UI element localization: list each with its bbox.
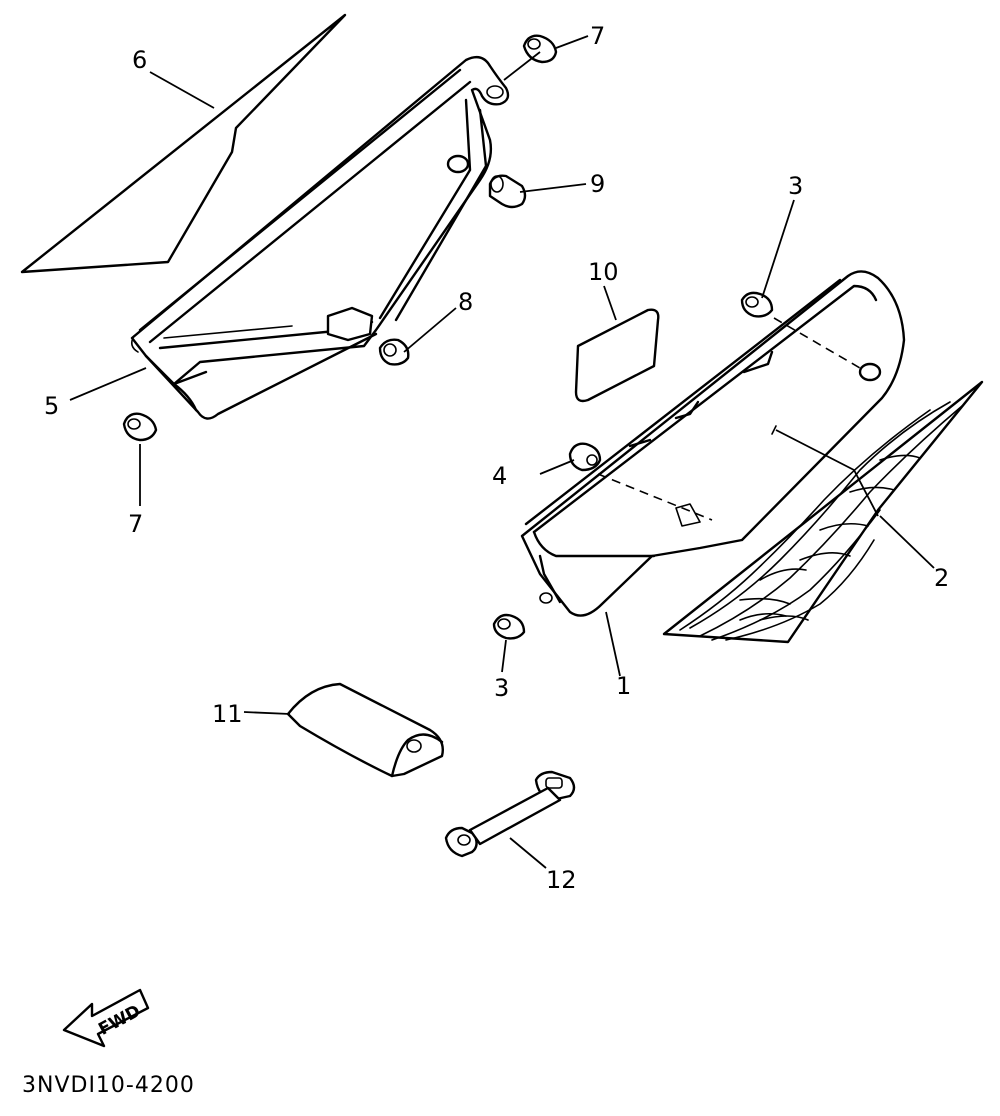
callout-3-upper: 3 [788, 172, 803, 200]
leader-lines [69, 35, 935, 869]
part-3-grommet-upper [740, 291, 774, 318]
part-9-collar [488, 174, 527, 209]
callout-11: 11 [212, 700, 243, 728]
part-11-pouch [286, 682, 444, 778]
callout-4: 4 [492, 462, 507, 490]
part-12-strap [444, 770, 576, 858]
callout-1: 1 [616, 672, 631, 700]
forward-arrow-icon: FWD [62, 988, 150, 1048]
callout-7-upper: 7 [590, 22, 605, 50]
part-8-grommet [378, 338, 410, 366]
part-1-side-cover [520, 270, 906, 617]
part-4-grommet [568, 442, 602, 472]
callout-2: 2 [934, 564, 949, 592]
callout-labels: 1 2 3 3 4 5 6 7 7 8 9 10 11 12 [44, 22, 949, 894]
callout-5: 5 [44, 392, 59, 420]
part-7-grommet-upper [522, 34, 558, 64]
callout-8: 8 [458, 288, 473, 316]
fitment-lines [597, 317, 861, 527]
callout-10: 10 [588, 258, 619, 286]
drawing-code: 3NVDI10-4200 [22, 1073, 195, 1098]
callout-3-lower: 3 [494, 674, 509, 702]
part-5-side-cover-frame [130, 55, 510, 420]
part-6-emblem [20, 13, 347, 274]
callout-6: 6 [132, 46, 147, 74]
part-2-decal [662, 380, 984, 644]
part-7-grommet-lower [122, 412, 158, 442]
part-10-label [574, 308, 660, 403]
callout-7-lower: 7 [128, 510, 143, 538]
part-3-grommet-lower [492, 592, 553, 640]
callout-12: 12 [546, 866, 577, 894]
callout-9: 9 [590, 170, 605, 198]
